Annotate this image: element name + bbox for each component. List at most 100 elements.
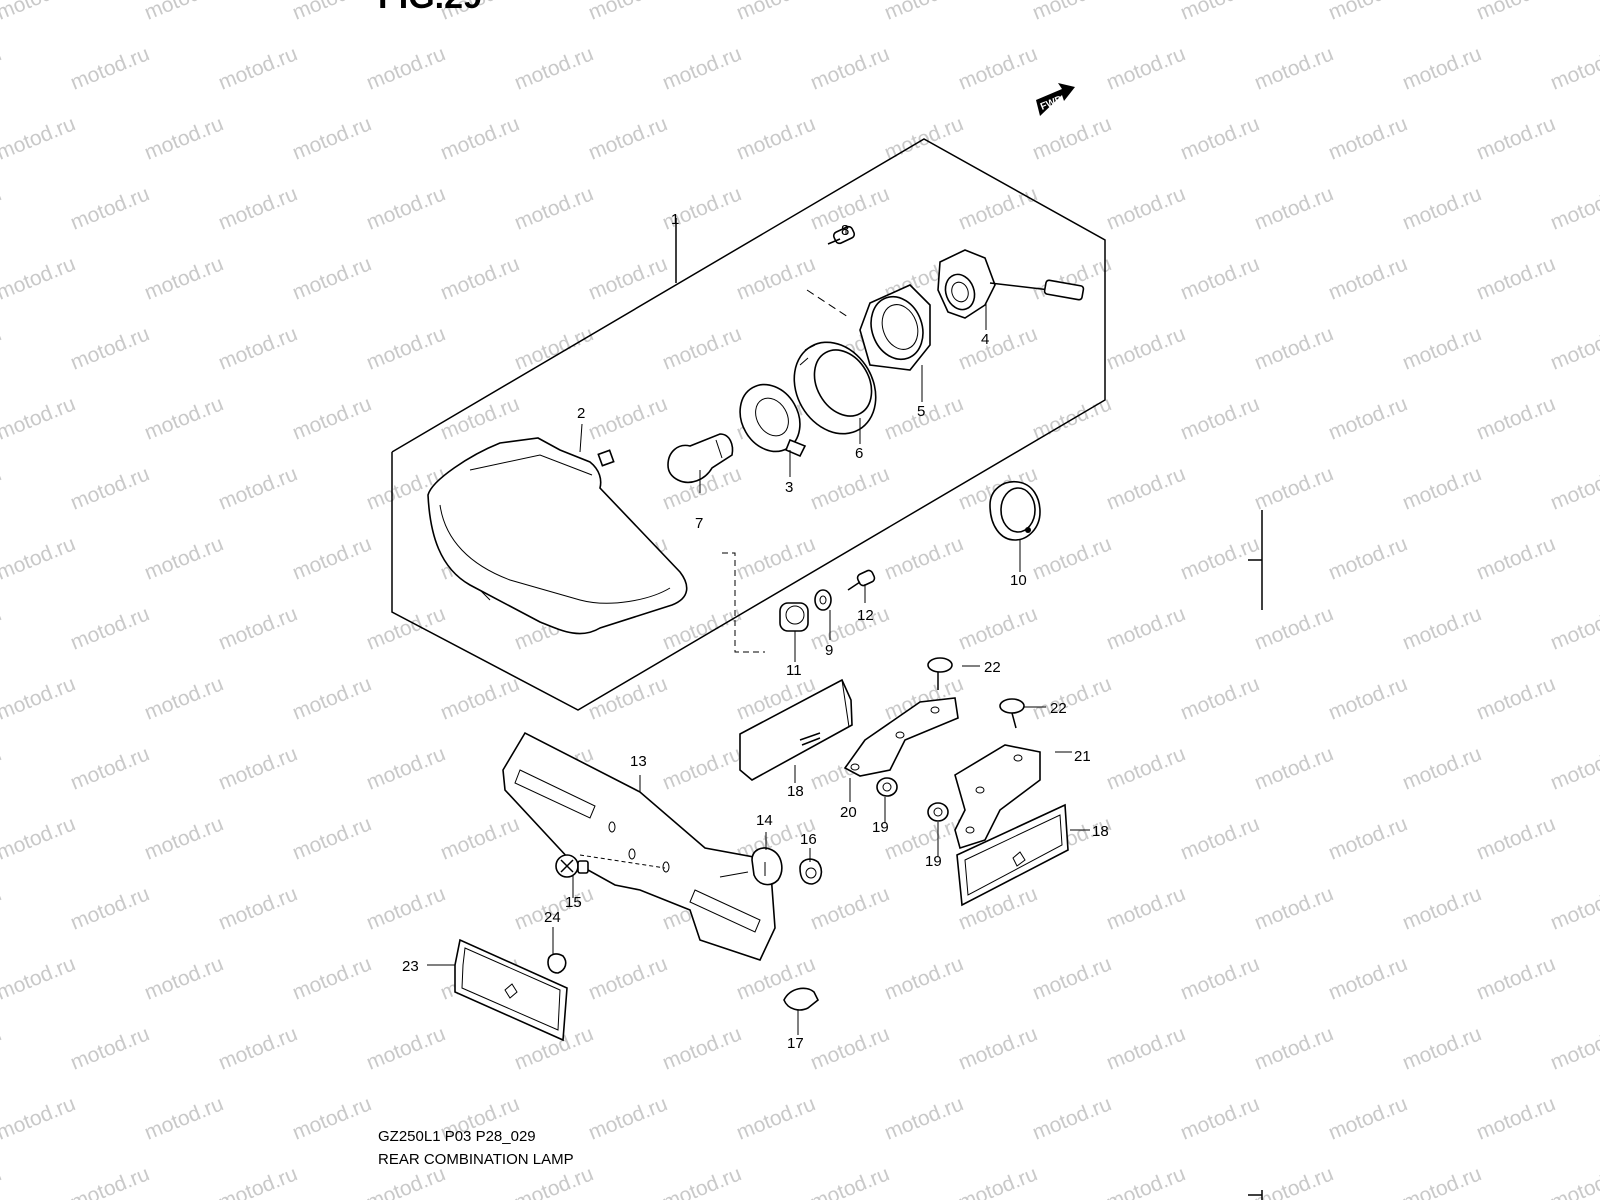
watermark-text: motod.ru xyxy=(67,602,152,654)
part-label: 4 xyxy=(981,331,989,348)
watermark-text: motod.ru xyxy=(1399,602,1484,654)
part-label: 18 xyxy=(787,783,804,800)
watermark-text: motod.ru xyxy=(585,392,670,444)
part-label: 22 xyxy=(984,659,1001,676)
part-label: 18 xyxy=(1092,823,1109,840)
part-label: 2 xyxy=(577,405,585,422)
watermark-text: motod.ru xyxy=(585,252,670,304)
watermark-text: motod.ru xyxy=(141,112,226,164)
watermark-text: motod.ru xyxy=(215,462,300,514)
watermark-text: motod.ru xyxy=(1103,1022,1188,1074)
watermark-text: motod.ru xyxy=(363,42,448,94)
socket-with-cable xyxy=(937,249,1085,319)
watermark-text: motod.ru xyxy=(1103,462,1188,514)
part-label: 17 xyxy=(787,1035,804,1052)
watermark-text: motod.ru xyxy=(141,532,226,584)
screw xyxy=(806,225,856,318)
watermark-text: motod.ru xyxy=(289,112,374,164)
watermark-text: motod.ru xyxy=(1103,882,1188,934)
nut-16 xyxy=(799,858,823,885)
watermark-text: motod.ru xyxy=(1547,1022,1600,1074)
gasket-plate xyxy=(859,284,931,371)
watermark-text: motod.ru xyxy=(215,1022,300,1074)
watermark-text: motod.ru xyxy=(1325,0,1410,25)
watermark-text: motod.ru xyxy=(0,462,5,514)
watermark-text: motod.ru xyxy=(659,322,744,374)
watermark-text: motod.ru xyxy=(1547,182,1600,234)
watermark-text: motod.ru xyxy=(0,392,79,444)
clip-17 xyxy=(783,987,820,1011)
part-label: 1 xyxy=(671,211,679,228)
reflector-lower xyxy=(956,803,1069,907)
watermark-text: motod.ru xyxy=(1251,462,1336,514)
watermark-text: motod.ru xyxy=(1325,1092,1410,1144)
watermark-text: motod.ru xyxy=(1473,672,1558,724)
watermark-text: motod.ru xyxy=(1399,322,1484,374)
watermark-text: motod.ru xyxy=(1547,42,1600,94)
watermark-text: motod.ru xyxy=(1547,602,1600,654)
watermark-text: motod.ru xyxy=(0,0,79,25)
watermark-text: motod.ru xyxy=(733,112,818,164)
watermark-text: motod.ru xyxy=(1251,602,1336,654)
watermark-text: motod.ru xyxy=(289,1092,374,1144)
watermark-text: motod.ru xyxy=(1325,252,1410,304)
watermark-text: motod.ru xyxy=(1473,952,1558,1004)
grommet xyxy=(722,552,809,653)
watermark-text: motod.ru xyxy=(1399,42,1484,94)
part-label: 11 xyxy=(786,662,802,679)
watermark-text: motod.ru xyxy=(585,1092,670,1144)
watermark-text: motod.ru xyxy=(1103,1162,1188,1200)
watermark-text: motod.ru xyxy=(141,392,226,444)
watermark-text: motod.ru xyxy=(955,42,1040,94)
part-label: 23 xyxy=(402,958,419,975)
watermark-text: motod.ru xyxy=(955,1022,1040,1074)
watermark-text: motod.ru xyxy=(67,1022,152,1074)
watermark-text: motod.ru xyxy=(1177,112,1262,164)
watermark-text: motod.ru xyxy=(215,42,300,94)
watermark-text: motod.ru xyxy=(1473,392,1558,444)
leader-lines xyxy=(427,226,1090,1035)
side-marker xyxy=(1248,510,1263,1200)
watermark-text: motod.ru xyxy=(881,532,966,584)
watermark-text: motod.ru xyxy=(1325,672,1410,724)
watermark-text: motod.ru xyxy=(1251,742,1336,794)
socket-plate xyxy=(739,383,807,458)
watermark-text: motod.ru xyxy=(0,1022,5,1074)
watermark-text: motod.ru xyxy=(585,112,670,164)
part-label: 13 xyxy=(630,753,647,770)
watermark-text: motod.ru xyxy=(141,0,226,25)
caption-title: REAR COMBINATION LAMP xyxy=(378,1151,574,1168)
watermark-text: motod.ru xyxy=(0,952,79,1004)
watermark-text: motod.ru xyxy=(511,322,596,374)
watermark-text: motod.ru xyxy=(881,1092,966,1144)
watermark-text: motod.ru xyxy=(1029,952,1114,1004)
watermark-text: motod.ru xyxy=(1547,1162,1600,1200)
fwd-arrow-icon: FWD xyxy=(1036,83,1075,116)
watermark-text: motod.ru xyxy=(1547,742,1600,794)
watermark-text: motod.ru xyxy=(1177,812,1262,864)
bracket-left xyxy=(843,697,959,777)
watermark-text: motod.ru xyxy=(1177,672,1262,724)
watermark-text: motod.ru xyxy=(67,1162,152,1200)
watermark-text: motod.ru xyxy=(659,1162,744,1200)
watermark-text: motod.ru xyxy=(807,882,892,934)
watermark-text: motod.ru xyxy=(1029,1092,1114,1144)
nut-19-a xyxy=(876,777,898,797)
part-label: 6 xyxy=(855,445,863,462)
watermark-text: motod.ru xyxy=(511,42,596,94)
rubber-grommet xyxy=(989,480,1041,541)
watermark-text: motod.ru xyxy=(215,602,300,654)
part-label: 10 xyxy=(1010,572,1027,589)
watermark-text: motod.ru xyxy=(659,602,744,654)
watermark-text: motod.ru xyxy=(289,952,374,1004)
watermark-text: motod.ru xyxy=(0,532,79,584)
watermark-text: motod.ru xyxy=(437,672,522,724)
watermark-text: motod.ru xyxy=(363,1022,448,1074)
clip-14 xyxy=(751,847,783,886)
watermark-text: motod.ru xyxy=(289,392,374,444)
watermark-text: motod.ru xyxy=(0,182,5,234)
watermark-text: motod.ru xyxy=(1547,882,1600,934)
watermark-text: motod.ru xyxy=(659,42,744,94)
watermark-text: motod.ru xyxy=(1399,742,1484,794)
watermark-text: motod.ru xyxy=(1103,42,1188,94)
